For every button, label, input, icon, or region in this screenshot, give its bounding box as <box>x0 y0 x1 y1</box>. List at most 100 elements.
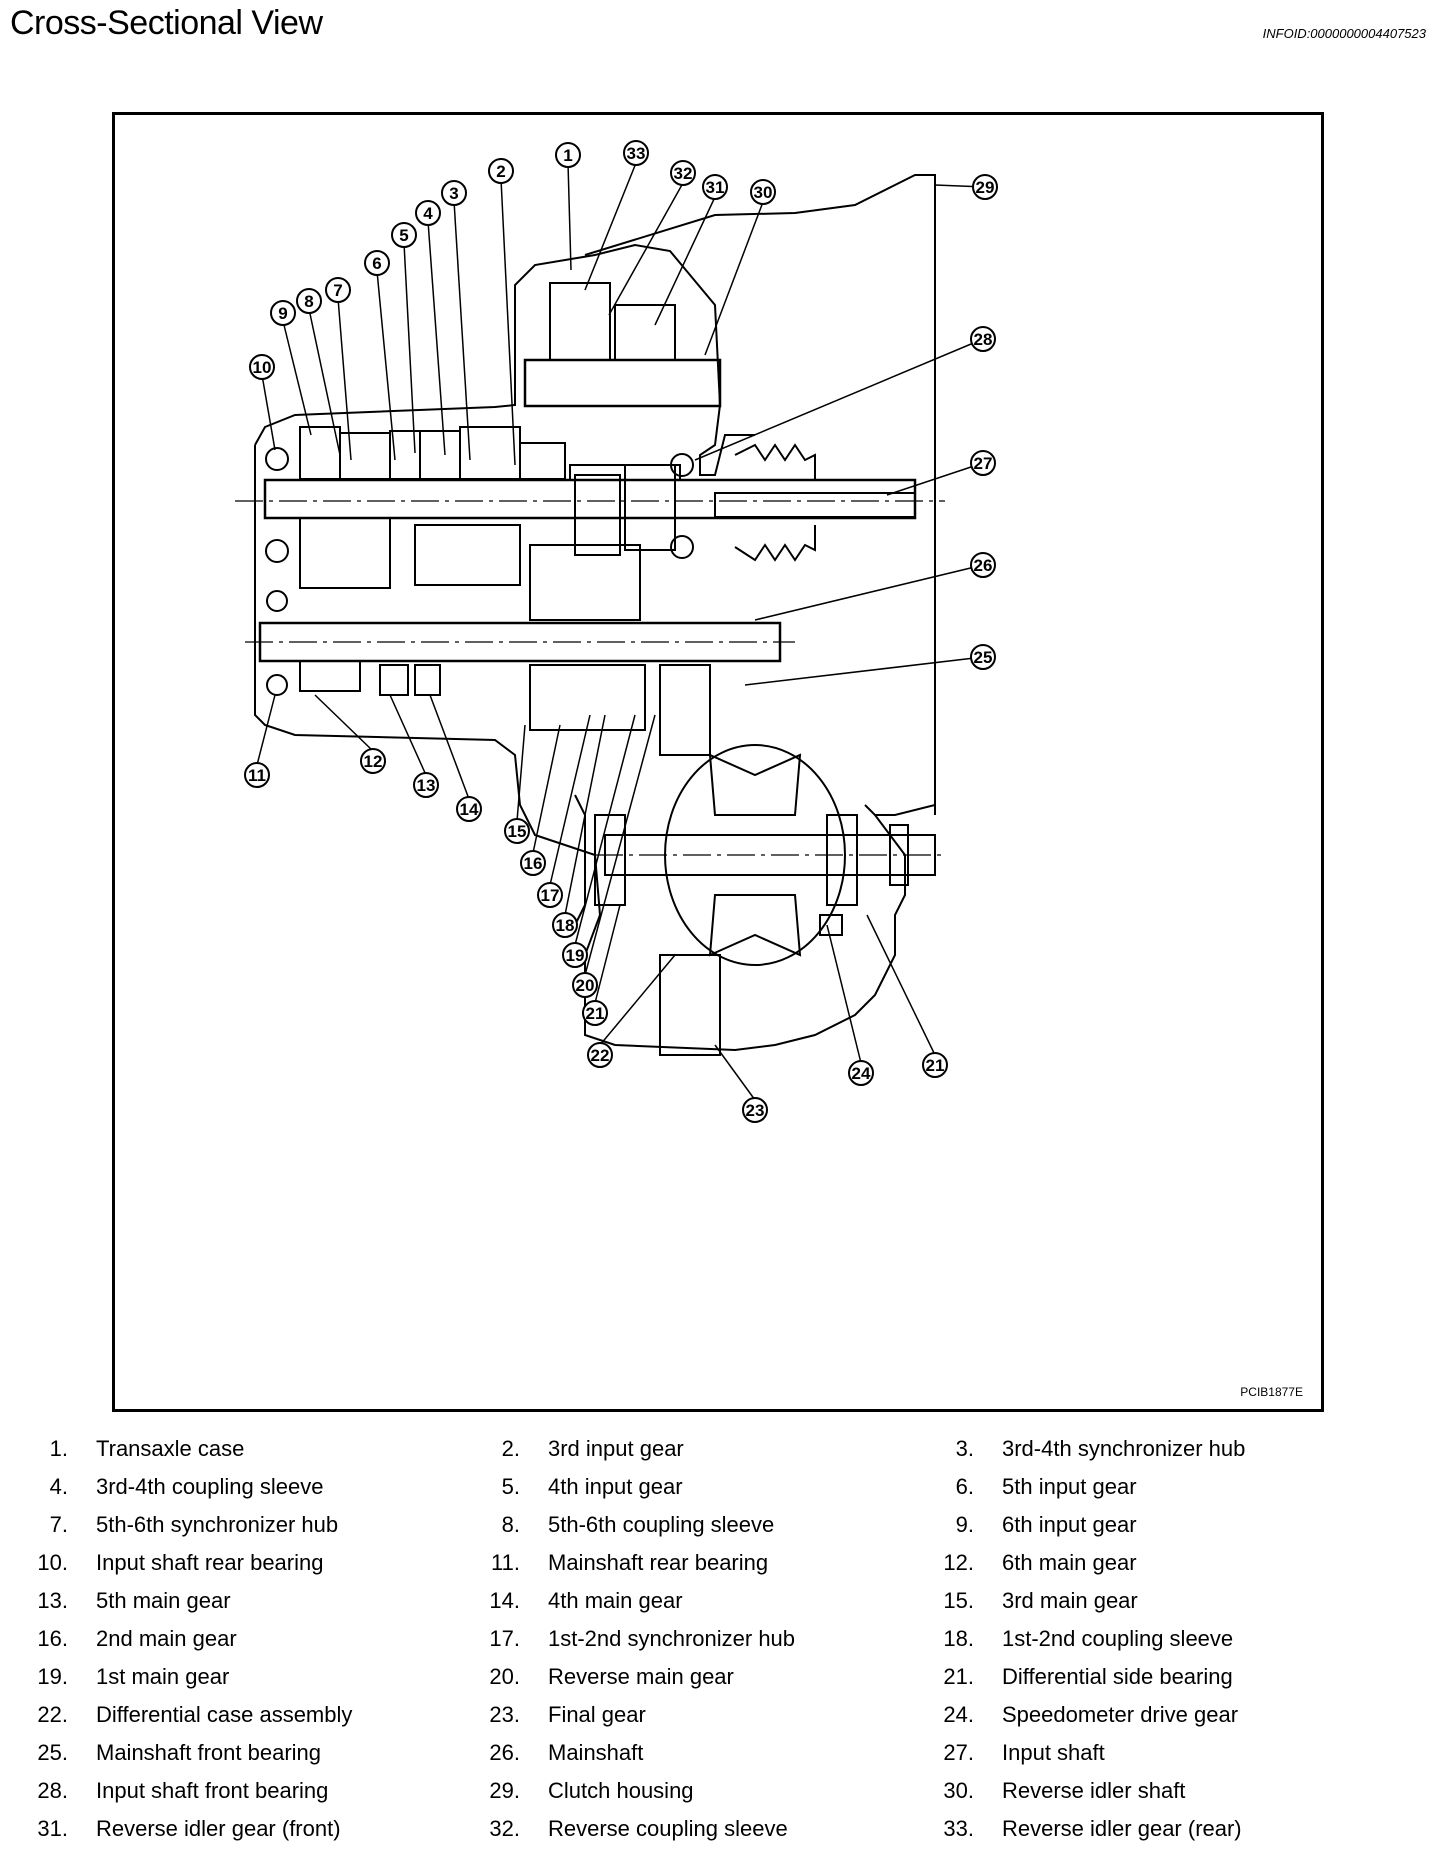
callout-circle <box>972 174 998 200</box>
reverse-idler-shaft <box>523 358 722 408</box>
callout-circle <box>702 174 728 200</box>
callout-circle <box>296 288 322 314</box>
legend-label: 4th input gear <box>548 1474 683 1499</box>
legend-label: Input shaft <box>1002 1740 1105 1765</box>
transaxle-drawing: 1234567891011121314151617181920212122232… <box>235 140 998 1123</box>
legend-label: Mainshaft front bearing <box>96 1740 322 1765</box>
legend-number: 18. <box>943 1626 974 1651</box>
legend-label: Reverse main gear <box>548 1664 734 1689</box>
case-lower-outline <box>254 445 906 1052</box>
legend-label: 1st main gear <box>96 1664 230 1689</box>
callout-circle <box>922 1052 948 1078</box>
gear-block-4th-input <box>419 430 461 480</box>
reverse-idler-gear-rear <box>549 282 611 361</box>
callout-circle <box>456 796 482 822</box>
callout-label: 28 <box>974 330 993 349</box>
legend-number: 33. <box>943 1816 974 1841</box>
legend-number: 25. <box>37 1740 68 1765</box>
callout-circle <box>970 326 996 352</box>
legend-label: 5th-6th coupling sleeve <box>548 1512 775 1537</box>
callout-circle <box>552 912 578 938</box>
callout-circle <box>623 140 649 166</box>
legend-number: 24. <box>943 1702 974 1727</box>
callout-label: 21 <box>586 1004 605 1023</box>
legend-number: 11. <box>491 1550 520 1575</box>
callout-label: 9 <box>278 304 287 323</box>
gear-block-3rd-input <box>519 442 566 480</box>
callout-circle <box>562 942 588 968</box>
callout-label: 33 <box>627 144 646 163</box>
input-rear-bearing-ball <box>265 447 289 471</box>
legend-number: 27. <box>943 1740 974 1765</box>
differential-pinion-lower <box>708 894 802 957</box>
speedometer-gear <box>819 914 843 936</box>
legend-label: 3rd-4th synchronizer hub <box>1002 1436 1246 1461</box>
legend-label: Differential case assembly <box>96 1702 353 1727</box>
legend-label: 3rd-4th coupling sleeve <box>96 1474 324 1499</box>
legend-label: 3rd main gear <box>1002 1588 1138 1613</box>
callout-label: 5 <box>399 226 408 245</box>
callout-circle <box>670 160 696 186</box>
legend-number: 9. <box>955 1512 974 1537</box>
gear-block-1st-2nd <box>529 664 646 731</box>
callout-circle <box>582 1000 608 1026</box>
legend-label: Input shaft rear bearing <box>96 1550 324 1575</box>
legend-label: 6th main gear <box>1002 1550 1137 1575</box>
legend-label: 1st-2nd synchronizer hub <box>548 1626 796 1651</box>
differential-case <box>664 744 846 966</box>
callout-label: 32 <box>674 164 693 183</box>
callout-circle <box>325 277 351 303</box>
callout-label: 18 <box>556 916 575 935</box>
callout-circle <box>413 772 439 798</box>
seal-bellows-bottom <box>734 525 816 562</box>
legend-number: 19. <box>37 1664 68 1689</box>
gear-block-lower-3 <box>529 544 641 621</box>
legend-number: 17. <box>489 1626 520 1651</box>
callout-circle <box>364 250 390 276</box>
callout-circle <box>750 179 776 205</box>
gear-block-lower-2 <box>414 524 521 586</box>
callout-label: 22 <box>591 1046 610 1065</box>
legend-number: 12. <box>943 1550 974 1575</box>
callout-label: 29 <box>976 178 995 197</box>
legend-label: Reverse idler shaft <box>1002 1778 1186 1803</box>
gear-block-6th-input <box>299 426 341 480</box>
legend-number: 5. <box>501 1474 520 1499</box>
legend-number: 14. <box>489 1588 520 1613</box>
legend-number: 4. <box>49 1474 68 1499</box>
gear-block-5th-6th-hub <box>339 432 391 480</box>
legend-label: Mainshaft <box>548 1740 644 1765</box>
side-bearing-left <box>594 814 626 906</box>
info-id: INFOID:0000000004407523 <box>1262 26 1426 41</box>
input-shaft-front-extension <box>714 492 916 518</box>
callout-label: 10 <box>253 358 272 377</box>
legend-label: 1st-2nd coupling sleeve <box>1002 1626 1234 1651</box>
legend-label: Speedometer drive gear <box>1002 1702 1239 1727</box>
callout-circle <box>848 1060 874 1086</box>
main-rear-bearing-ball <box>266 590 288 612</box>
callout-label: 13 <box>417 776 436 795</box>
callout-circle <box>488 158 514 184</box>
legend-label: Reverse idler gear (front) <box>96 1816 341 1841</box>
clutch-housing-outline <box>584 174 936 816</box>
callout-label: 25 <box>974 648 993 667</box>
legend-number: 28. <box>37 1778 68 1803</box>
callout-label: 7 <box>333 281 342 300</box>
transaxle-case-outline <box>254 243 755 476</box>
callout-label: 30 <box>754 183 773 202</box>
side-bearing-right <box>826 814 858 906</box>
legend-number: 7. <box>49 1512 68 1537</box>
gear-housing-left <box>574 794 586 926</box>
callout-label: 17 <box>541 886 560 905</box>
legend-number: 32. <box>489 1816 520 1841</box>
legend-label: 6th input gear <box>1002 1512 1137 1537</box>
callout-label: 15 <box>508 822 527 841</box>
callout-label: 16 <box>524 854 543 873</box>
legend-number: 22. <box>37 1702 68 1727</box>
legend-label: Input shaft front bearing <box>96 1778 329 1803</box>
callout-label: 19 <box>566 946 585 965</box>
callout-label: 4 <box>423 204 433 223</box>
callout-circle <box>360 748 386 774</box>
callout-label: 31 <box>706 178 725 197</box>
